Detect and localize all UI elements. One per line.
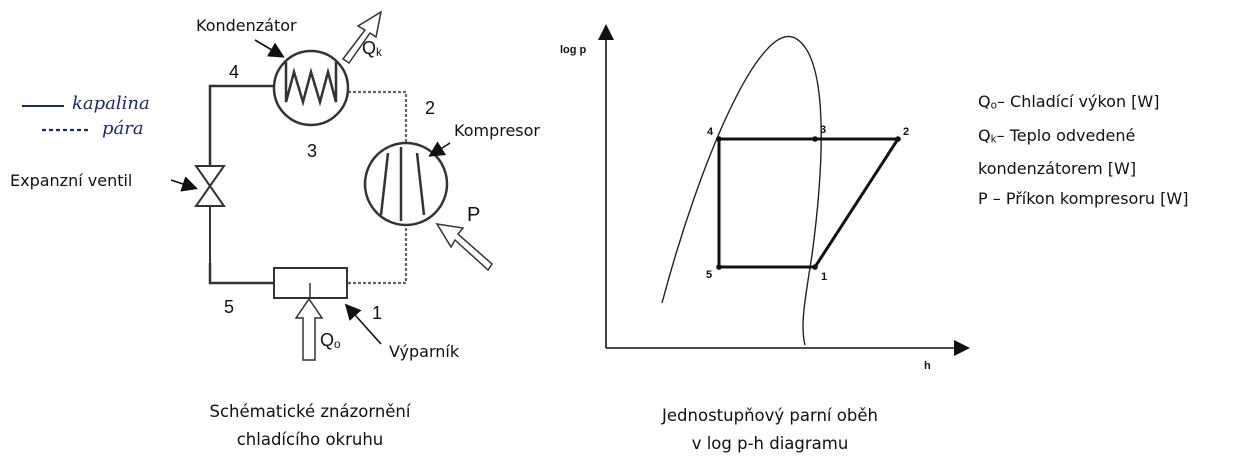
point-5-label: 5 (224, 297, 235, 317)
point-2-label: 2 (425, 98, 436, 118)
state-point-5 (716, 264, 722, 270)
condenser (272, 10, 383, 127)
def-qk-sub: k (990, 133, 997, 146)
evaporator-label: Výparník (389, 342, 460, 361)
compressor (363, 141, 493, 272)
state-label-3: 3 (820, 124, 827, 136)
valve-pointer (170, 176, 199, 192)
qk-main: Q (362, 38, 377, 58)
qk-label: Qk (362, 38, 382, 59)
state-point-4 (716, 136, 722, 142)
ph-diagram (598, 24, 970, 356)
def-qo-text: – Chladící výkon [W] (996, 92, 1160, 111)
legend-vapor-label: pára (102, 118, 144, 139)
schema-caption-line1: Schématické znázornění (209, 402, 411, 421)
def-qk-main: Q (978, 125, 991, 145)
state-point-3 (812, 136, 818, 142)
liquid-line (208, 84, 275, 285)
vapor-line (347, 90, 408, 285)
state-label-4: 4 (707, 126, 714, 138)
point-1-label: 1 (372, 303, 383, 323)
state-point-1 (812, 264, 818, 270)
def-qo-main: Q (978, 92, 991, 111)
def-qo: Qo– Chladící výkon [W] (978, 87, 1188, 121)
point-3-label: 3 (307, 141, 318, 161)
cycle-path (717, 137, 901, 269)
diagram-caption-line1: Jednostupňový parní oběh (662, 406, 878, 425)
evaporator (273, 267, 348, 361)
definitions-list: Qo– Chladící výkon [W] Qk– Teplo odveden… (978, 87, 1188, 214)
def-qk: Qk– Teplo odvedené (978, 121, 1188, 155)
state-label-5: 5 (706, 269, 713, 281)
schema-caption: Schématické znázornění chladícího okruhu (175, 398, 445, 454)
def-qk-text: – Teplo odvedené (996, 125, 1136, 145)
diagram-caption-line2: v log p-h diagramu (691, 434, 849, 453)
compressor-label: Kompresor (454, 121, 540, 140)
x-axis-label: h (924, 360, 931, 372)
legend-liquid-label: kapalina (72, 93, 150, 114)
point-4-label: 4 (229, 62, 240, 82)
qo-main: Q (320, 330, 335, 350)
evaporator-pointer (344, 303, 382, 345)
qo-label: Qo (320, 330, 341, 351)
qo-sub: o (334, 337, 341, 351)
compressor-pointer (428, 141, 451, 157)
y-axis-label: log p (560, 44, 587, 56)
state-label-1: 1 (821, 271, 828, 283)
saturation-dome (661, 35, 822, 346)
expansion-valve (194, 165, 226, 263)
condenser-pointer (254, 39, 285, 58)
valve-label: Expanzní ventil (10, 171, 133, 190)
diagram-caption: Jednostupňový parní oběh v log p-h diagr… (620, 402, 920, 458)
state-label-2: 2 (903, 126, 910, 138)
def-qk-continued: kondenzátorem [W] (978, 159, 1137, 179)
schema-caption-line2: chladícího okruhu (236, 430, 384, 449)
qk-sub: k (376, 45, 382, 59)
def-qo-sub: o (990, 99, 997, 112)
def-p: P – Příkon kompresoru [W] (978, 189, 1189, 209)
condenser-label: Kondenzátor (196, 16, 297, 35)
state-point-2 (895, 136, 901, 142)
power-label: P (467, 204, 481, 226)
